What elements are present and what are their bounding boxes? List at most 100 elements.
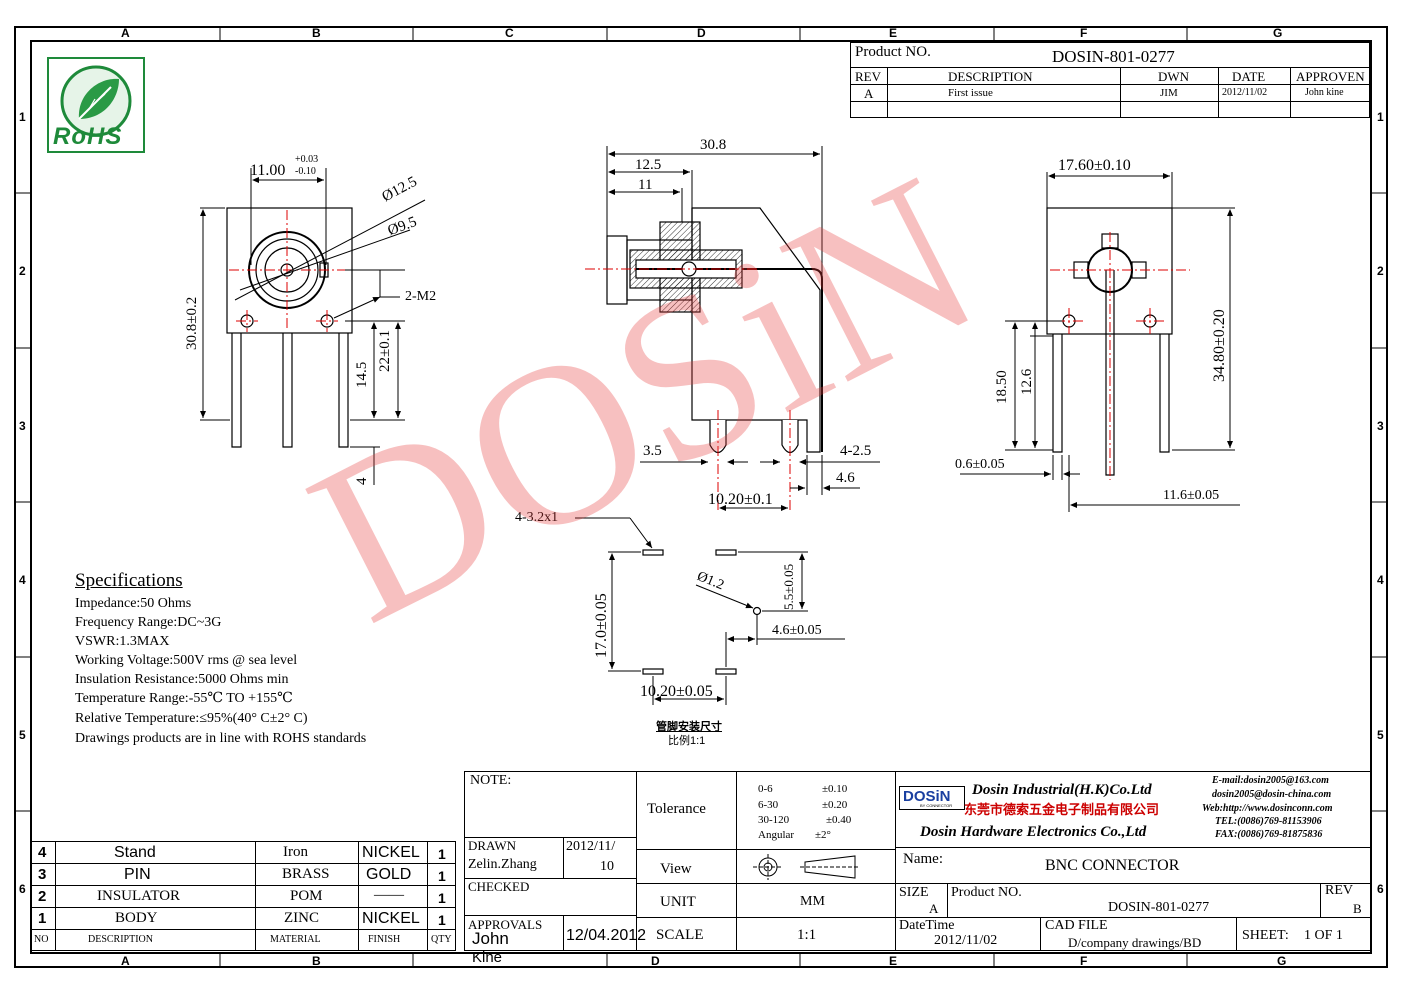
tb-sheet-label: SHEET: [1242, 928, 1289, 943]
tb-tol-range-2: 6-30 [758, 799, 779, 811]
leaf-icon [60, 65, 132, 137]
bom-row4-no: 4 [38, 844, 47, 861]
dim-front-height: 30.8±0.2 [184, 296, 200, 350]
company-web: Web:http://www.dosinconn.com [1202, 803, 1333, 814]
dim-fp-caption1: 管脚安装尺寸 [656, 721, 722, 733]
bom-row4-qty: 1 [438, 846, 446, 862]
bom-row3-finish: GOLD [366, 866, 412, 883]
spec-line-7: Relative Temperature:≤95%(40° C±2° C) [75, 711, 308, 726]
zone-row-6-right: 6 [1377, 882, 1384, 896]
bom-header-desc: DESCRIPTION [88, 934, 154, 945]
rev-header-date: DATE [1232, 69, 1266, 84]
tb-note: NOTE: [470, 773, 512, 788]
tb-name-label: Name: [903, 851, 943, 867]
zone-col-g-bottom: G [1277, 954, 1287, 968]
company-logo-sub: BY CONNECTOR [920, 803, 953, 808]
dim-side-125: 12.5 [635, 157, 662, 173]
zone-row-4: 4 [19, 573, 26, 587]
dim-right-height: 34.80±0.20 [1211, 309, 1228, 382]
tb-product-value: DOSIN-801-0277 [1108, 900, 1210, 915]
zone-row-1: 1 [19, 110, 26, 124]
spec-line-6: Temperature Range:-55℃ TO +155℃ [75, 691, 293, 706]
bom-row2-no: 2 [38, 888, 47, 905]
dim-side-11: 11 [638, 177, 653, 193]
tb-cad-label: CAD FILE [1045, 918, 1108, 933]
bom-header-material: MATERIAL [270, 934, 321, 945]
tb-scale-label: SCALE [656, 927, 704, 943]
tb-unit-value: MM [800, 894, 825, 909]
tb-drawn-date2: 10 [600, 859, 614, 874]
tb-tol-range-1: 0-6 [758, 783, 773, 795]
tb-approval-date: 12/04.2012 [566, 927, 647, 944]
bom-row3-material: BRASS [282, 866, 330, 882]
zone-col-b-bottom: B [312, 954, 321, 968]
rev-row-approven: John kine [1305, 87, 1344, 98]
rev-row-rev: A [864, 86, 874, 101]
tb-tol-val-2: ±0.20 [822, 799, 848, 811]
bom-row3-desc: PIN [124, 866, 151, 883]
dim-side-35: 3.5 [643, 443, 662, 459]
bom-row1-desc: BODY [115, 910, 158, 926]
bom-row2-finish: —— [374, 887, 404, 903]
company-name-hk: Dosin Industrial(H.K)Co.Ltd [972, 782, 1152, 798]
spec-line-5: Insulation Resistance:5000 Ohms min [75, 672, 289, 687]
tb-sheet-value: 1 OF 1 [1304, 928, 1343, 943]
zone-row-2-right: 2 [1377, 264, 1384, 278]
dim-front-holes: 2-M2 [405, 289, 437, 304]
bom-header-qty: QTY [431, 934, 452, 945]
dim-right-pin: 11.6±0.05 [1163, 488, 1220, 503]
zone-col-c: C [505, 26, 514, 40]
zone-row-1-right: 1 [1377, 110, 1384, 124]
spec-line-1: Impedance:50 Ohms [75, 596, 192, 611]
zone-row-5-right: 5 [1377, 728, 1384, 742]
bom-row3-qty: 1 [438, 868, 446, 884]
tb-datetime-label: DateTime [899, 918, 955, 933]
tb-approver2: Kine [472, 949, 503, 966]
tb-drawn-name: Zelin.Zhang [468, 857, 537, 872]
zone-row-5: 5 [19, 728, 26, 742]
zone-col-f-bottom: F [1080, 954, 1088, 968]
tb-size-value: A [929, 901, 939, 916]
dim-right-width: 17.60±0.10 [1058, 157, 1131, 174]
rev-row-dwn: JIM [1160, 87, 1178, 99]
company-logo: DOSiN BY CONNECTOR [899, 786, 965, 810]
bom-row2-qty: 1 [438, 890, 446, 906]
revision-block [850, 42, 1370, 118]
outer-border [14, 26, 1388, 968]
dim-fp-small-v: 5.5±0.05 [781, 563, 796, 610]
dim-side-overall: 30.8 [700, 137, 727, 153]
zone-row-4-right: 4 [1377, 573, 1384, 587]
company-fax: FAX:(0086)769-81875836 [1215, 829, 1323, 840]
dim-front-h22: 22±0.1 [377, 330, 393, 372]
bom-row3-no: 3 [38, 866, 47, 883]
rev-product-label: Product NO. [855, 44, 931, 60]
tb-tolerance-label: Tolerance [647, 801, 706, 817]
company-email2: dosin2005@dosin-china.com [1212, 789, 1332, 800]
spec-line-8: Drawings products are in line with ROHS … [75, 731, 367, 746]
spec-line-2: Frequency Range:DC~3G [75, 615, 222, 630]
tb-datetime-value: 2012/11/02 [934, 933, 998, 948]
zone-row-3-right: 3 [1377, 419, 1384, 433]
tb-approvals: APPROVALS [468, 917, 543, 932]
tb-checked: CHECKED [468, 879, 530, 894]
tb-tol-range-3: 30-120 [758, 814, 790, 826]
rohs-logo-text: RoHS [53, 123, 123, 150]
dim-side-pitch: 10.20±0.1 [708, 491, 773, 508]
dim-fp-slots: 4-3.2x1 [515, 510, 559, 525]
tb-tol-range-4: Angular [758, 829, 795, 841]
dim-right-thick: 0.6±0.05 [955, 457, 1005, 472]
tb-tol-val-4: ±2° [815, 829, 831, 841]
dim-fp-vert: 17.0±0.05 [593, 593, 610, 658]
tb-view-label: View [660, 861, 692, 877]
projection-symbol-icon [753, 854, 860, 880]
rev-header-dwn: DWN [1158, 69, 1190, 84]
rev-product-value: DOSIN-801-0277 [1052, 47, 1175, 66]
rev-header-rev: REV [855, 69, 881, 84]
zone-col-d-bottom: D [651, 954, 660, 968]
dim-right-h185: 18.50 [994, 370, 1010, 404]
company-logo-text: DOSiN [903, 788, 951, 805]
side-view [585, 146, 880, 512]
